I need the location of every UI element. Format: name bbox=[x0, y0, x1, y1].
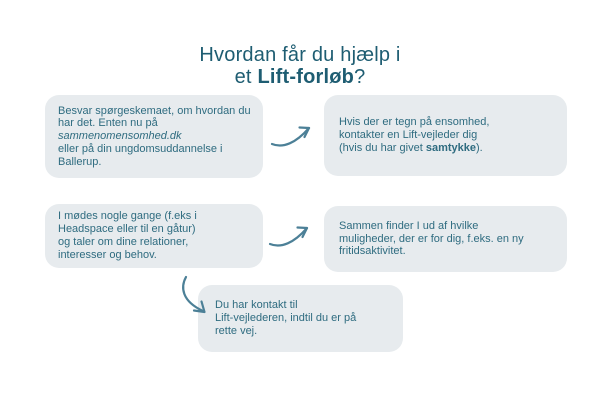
step-box-opportunities: Sammen finder I ud af hvilke muligheder,… bbox=[324, 206, 567, 272]
curved-arrow-up-right-icon bbox=[270, 126, 311, 147]
step-opportunities-text: Sammen finder I ud af hvilke muligheder,… bbox=[339, 219, 524, 258]
step-text-segment: Hvis der er tegn på ensomhed, kontakter … bbox=[339, 116, 490, 154]
step-text-segment: ). bbox=[475, 141, 483, 154]
page-title: Hvordan får du hjælp i et Lift-forløb? bbox=[0, 44, 600, 88]
title-line-1: Hvordan får du hjælp i bbox=[199, 44, 401, 66]
step-box-meetings: I mødes nogle gange (f.eks i Headspace e… bbox=[45, 204, 263, 268]
website-name-text: sammenomensomhed.dk bbox=[58, 130, 182, 143]
step-box-lift-vejleder-contact: Hvis der er tegn på ensomhed, kontakter … bbox=[324, 95, 567, 176]
curved-arrow-down-right-icon bbox=[182, 275, 206, 314]
step-text-segment: eller på din ungdomsuddannelse i Balleru… bbox=[58, 142, 223, 168]
title-line-2: et Lift-forløb? bbox=[0, 66, 600, 88]
step-box-questionnaire: Besvar spørgeskemaet, om hvordan du har … bbox=[45, 95, 263, 178]
step-questionnaire-text: Besvar spørgeskemaet, om hvordan du har … bbox=[58, 105, 251, 169]
curved-arrow-up-right-icon bbox=[268, 226, 309, 247]
title-line-2-bold: Lift-forløb bbox=[257, 66, 355, 88]
title-line-2-suffix: ? bbox=[354, 66, 366, 88]
step-contact-text: Hvis der er tegn på ensomhed, kontakter … bbox=[339, 116, 489, 154]
step-meetings-text: I mødes nogle gange (f.eks i Headspace e… bbox=[58, 210, 197, 261]
step-ongoing-contact-text: Du har kontakt til Lift-vejlederen, indt… bbox=[215, 299, 357, 337]
step-box-ongoing-contact: Du har kontakt til Lift-vejlederen, indt… bbox=[198, 285, 403, 352]
step-text-segment: Besvar spørgeskemaet, om hvordan du har … bbox=[58, 104, 251, 130]
consent-bold-text: samtykke bbox=[425, 141, 476, 154]
title-line-2-prefix: et bbox=[234, 66, 258, 88]
